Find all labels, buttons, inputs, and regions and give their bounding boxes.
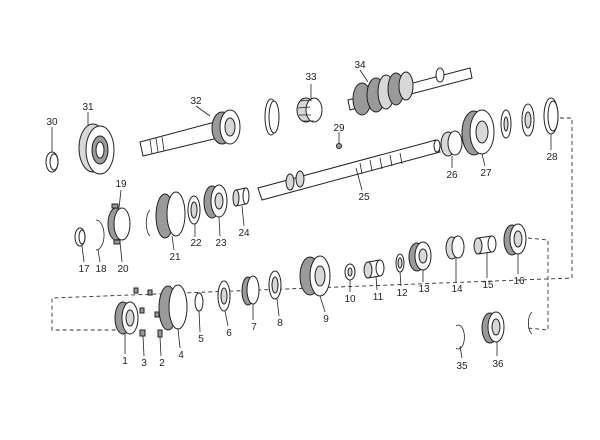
label-35: 35 [456, 361, 468, 372]
part-10-washer [344, 263, 356, 281]
part-21-sleeve [145, 191, 186, 239]
part-7-gear [241, 275, 260, 306]
label-33: 33 [305, 72, 317, 83]
label-30: 30 [46, 117, 58, 128]
part-17-ring [74, 227, 86, 247]
part-18-snap-ring [95, 219, 105, 251]
label-21: 21 [169, 252, 181, 263]
part-26-bearing [440, 130, 463, 157]
label-32: 32 [190, 96, 202, 107]
part-32-input-shaft [139, 109, 241, 157]
label-7: 7 [251, 322, 257, 333]
label-17: 17 [78, 264, 90, 275]
label-6: 6 [226, 328, 232, 339]
part-2-3-small-parts [133, 287, 163, 338]
part-31-bearing [78, 123, 115, 175]
part-35-snap-ring [455, 324, 465, 350]
part-6-ring [217, 280, 231, 312]
part-25-countershaft [257, 139, 441, 201]
callout-labels: 30 31 32 33 34 29 25 26 27 28 19 17 18 2… [46, 60, 558, 372]
label-1: 1 [122, 356, 128, 367]
part-5-ring [194, 292, 204, 312]
label-20: 20 [117, 264, 129, 275]
label-19: 19 [115, 179, 127, 190]
part-29-pin [336, 143, 342, 149]
label-9: 9 [323, 314, 329, 325]
dashed-connectors [51, 117, 573, 331]
part-4-sleeve [158, 284, 188, 331]
part-11-bushing [363, 259, 385, 279]
part-1-gear [114, 301, 139, 335]
label-2: 2 [159, 358, 165, 369]
label-12: 12 [396, 288, 408, 299]
part-8-ring [268, 270, 282, 300]
label-36: 36 [492, 359, 504, 370]
label-28: 28 [546, 152, 558, 163]
ring-near-36 [527, 311, 533, 335]
label-3: 3 [141, 358, 147, 369]
part-16-gear [503, 223, 527, 256]
label-29: 29 [333, 123, 345, 134]
part-34-main-shaft-assembly [347, 67, 473, 116]
label-24: 24 [238, 228, 250, 239]
label-27: 27 [480, 168, 492, 179]
part-22-ring [187, 195, 201, 225]
label-18: 18 [95, 264, 107, 275]
part-24-bushing [232, 187, 250, 207]
label-23: 23 [215, 238, 227, 249]
part-33-needle-bearing [296, 97, 323, 123]
part-36-gear [481, 311, 505, 344]
leader-lines [51, 69, 552, 359]
part-23-gear [203, 184, 228, 219]
label-5: 5 [198, 334, 204, 345]
label-15: 15 [482, 280, 494, 291]
label-26: 26 [446, 170, 458, 181]
label-4: 4 [178, 350, 184, 361]
part-15-bushing [473, 235, 497, 255]
label-16: 16 [513, 276, 525, 287]
part-30-snap-ring [45, 151, 59, 173]
label-22: 22 [190, 238, 202, 249]
part-14-bearing [445, 235, 465, 260]
label-25: 25 [358, 192, 370, 203]
part-27-gear [461, 109, 495, 156]
label-8: 8 [277, 318, 283, 329]
part-13-bearing [408, 241, 432, 272]
part-19-20-synchro-hub [107, 203, 131, 245]
label-34: 34 [354, 60, 366, 71]
label-11: 11 [373, 292, 384, 303]
label-10: 10 [344, 294, 356, 305]
label-31: 31 [82, 102, 94, 113]
rings-near-28 [500, 97, 559, 139]
part-12-ring [395, 253, 405, 273]
label-14: 14 [451, 284, 463, 295]
part-9-gear [299, 255, 331, 297]
label-13: 13 [418, 284, 430, 295]
ring-near-32 [264, 98, 280, 136]
